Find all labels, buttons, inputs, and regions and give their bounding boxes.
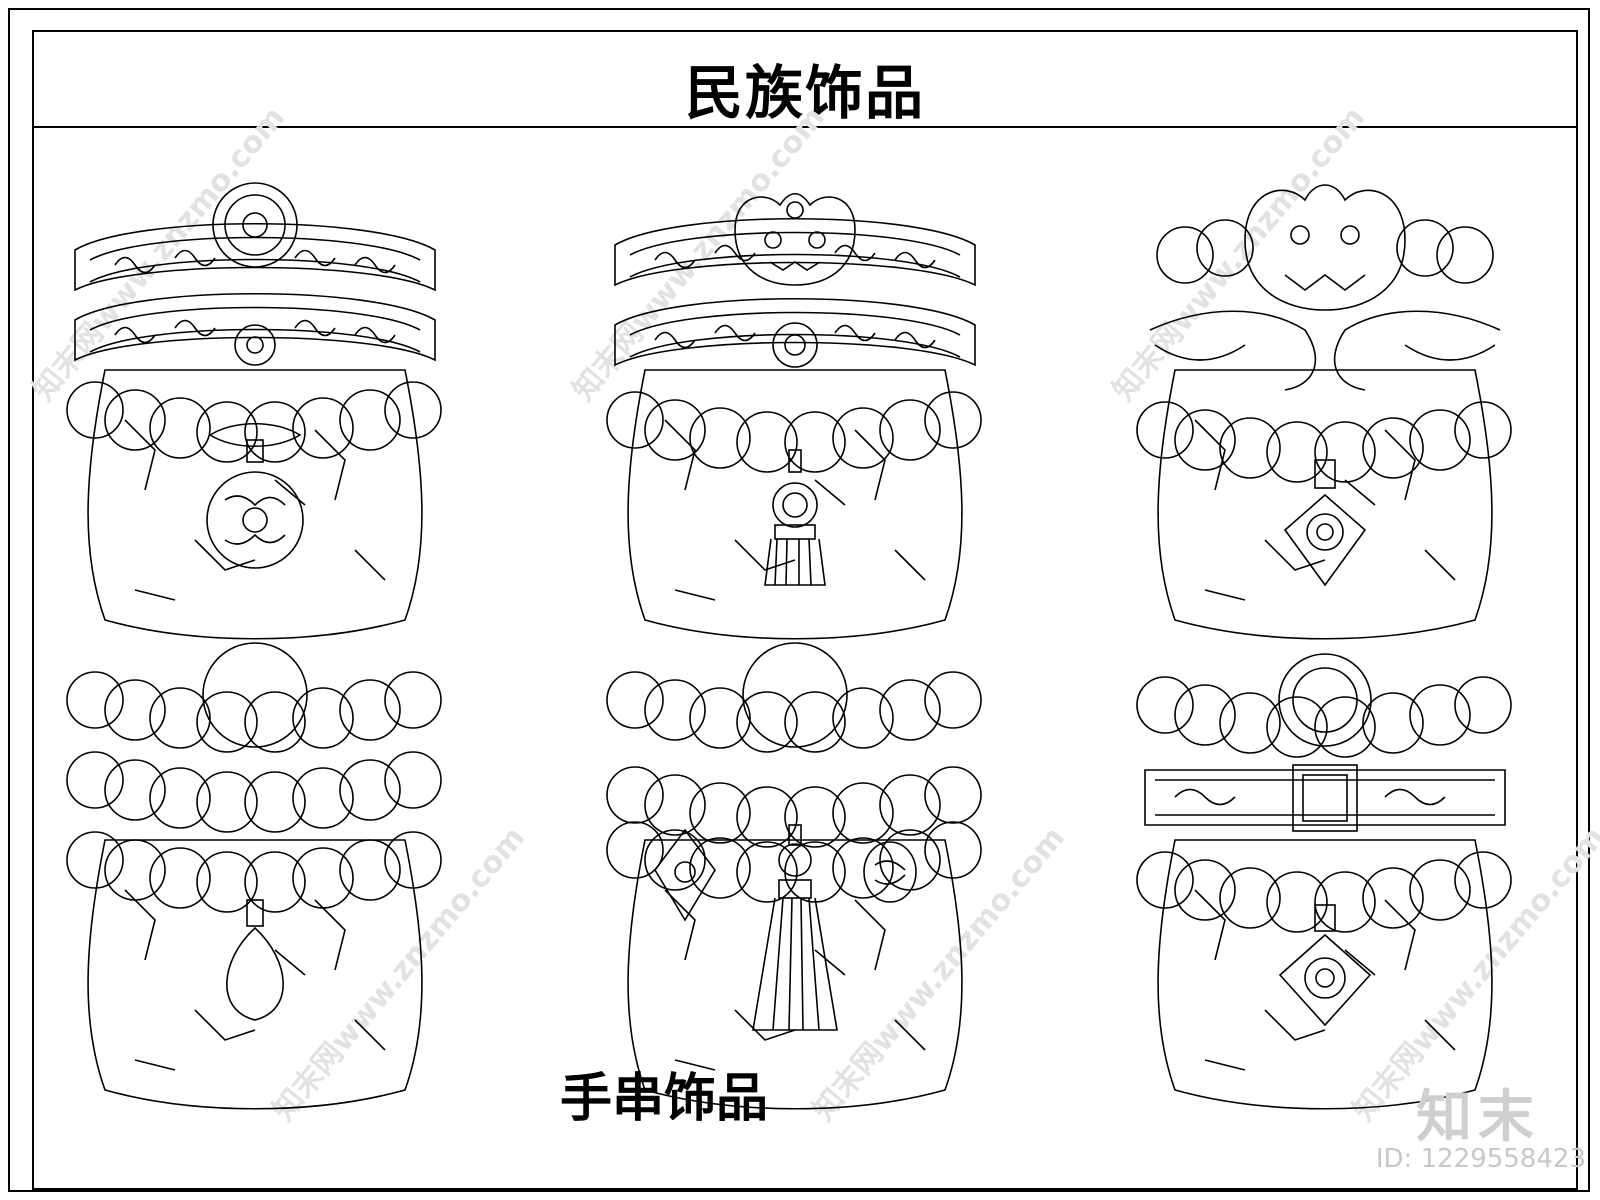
bracelet-set-5	[606, 642, 982, 1110]
watermark-logo: 知末	[1416, 1085, 1540, 1150]
title-band: 民族饰品	[34, 32, 1576, 128]
drawing-sheet-border: 民族饰品	[8, 8, 1590, 1192]
page-title: 民族饰品	[684, 59, 925, 127]
image-id-label: ID: 1229558423	[1375, 1144, 1586, 1174]
bracelet-set-4	[66, 642, 442, 1110]
caption-label: 手串饰品	[560, 1069, 769, 1129]
bracelet-set-3	[1136, 184, 1512, 640]
drawing-inner-frame: 民族饰品	[32, 30, 1578, 1190]
bracelet-set-1	[66, 182, 442, 640]
bracelet-set-2	[606, 192, 982, 640]
bracelet-set-6	[1136, 653, 1512, 1110]
